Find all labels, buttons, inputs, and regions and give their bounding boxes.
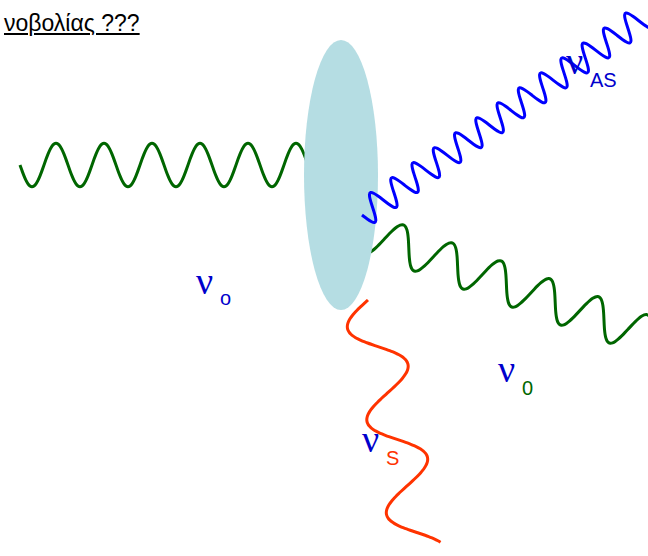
scattering-medium — [304, 40, 378, 310]
frequency-symbol: ν — [498, 350, 515, 388]
frequency-subscript: AS — [590, 70, 617, 90]
frequency-symbol: ν — [196, 262, 213, 300]
frequency-symbol: ν — [566, 42, 583, 80]
stokes-wave — [347, 300, 440, 542]
anti-stokes-wave — [362, 13, 648, 223]
rayleigh-wave — [360, 225, 648, 344]
frequency-symbol: ν — [362, 420, 379, 458]
incident-wave — [20, 143, 312, 187]
frequency-subscript: 0 — [522, 378, 533, 398]
slide-title: νοβολίας ??? — [4, 12, 140, 35]
frequency-subscript: S — [386, 448, 399, 468]
frequency-subscript: o — [220, 288, 231, 308]
